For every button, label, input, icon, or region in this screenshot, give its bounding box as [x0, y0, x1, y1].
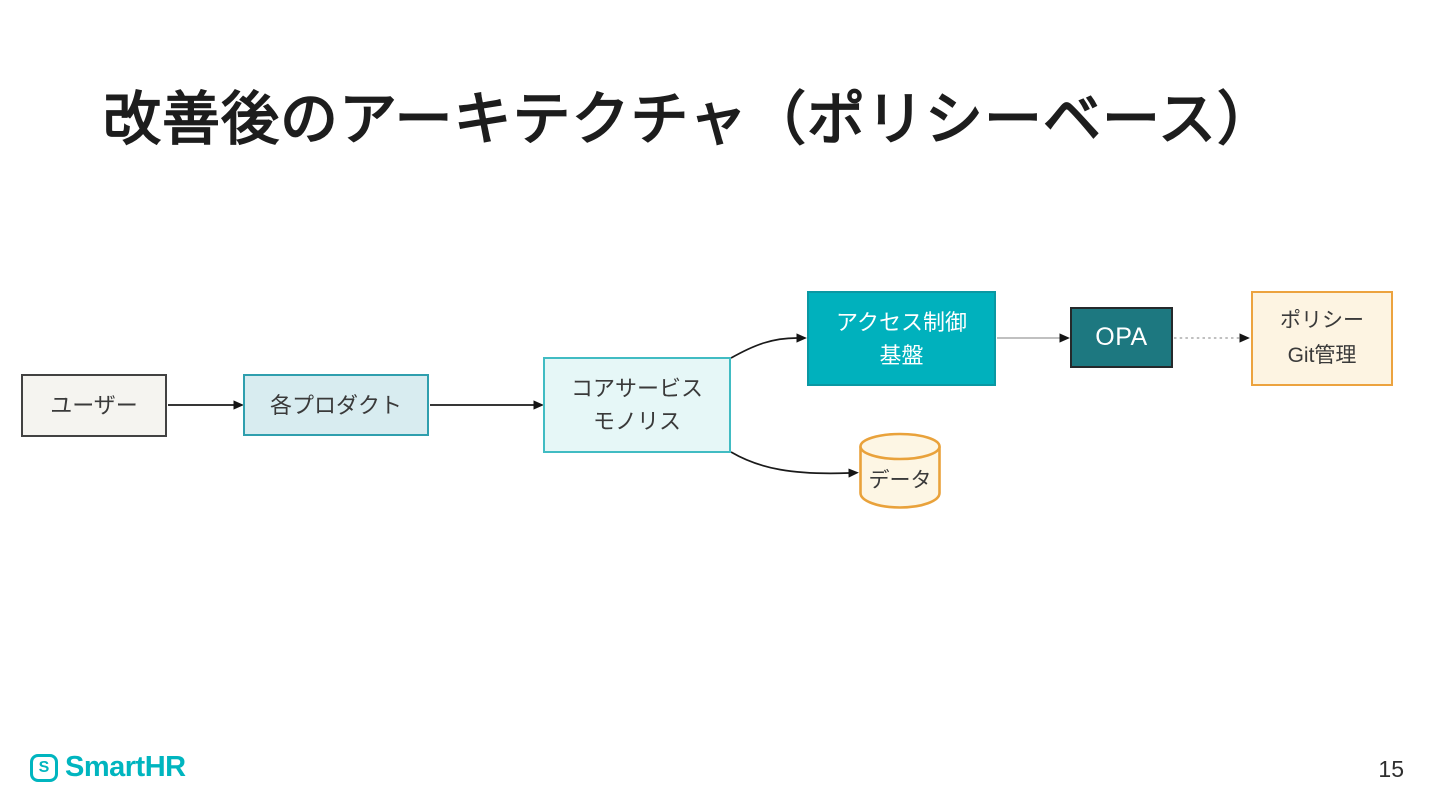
database-cylinder-icon	[859, 432, 941, 509]
slide-title: 改善後のアーキテクチャ（ポリシーベース）	[103, 87, 1277, 152]
node-opa-label: OPA	[1095, 322, 1148, 351]
arrow-core-to-access	[730, 333, 807, 359]
node-data-store-label: データ	[868, 469, 932, 492]
node-access-control-platform: アクセス制御 基盤	[807, 291, 996, 386]
node-access-control-label-line1: アクセス制御	[836, 309, 967, 335]
arrow-core-to-data	[730, 451, 859, 478]
node-policy-git-label-line2: Git管理	[1287, 343, 1357, 367]
page-number: 15	[1378, 756, 1404, 782]
smarthr-logo-icon: S	[30, 753, 58, 782]
smarthr-logo: S SmartHR	[30, 751, 186, 784]
smarthr-logo-text: SmartHR	[65, 751, 186, 783]
node-core-service-label-line2: モノリス	[592, 409, 681, 434]
node-policy-git-label-line1: ポリシー	[1280, 308, 1364, 332]
node-products-label: 各プロダクト	[269, 392, 402, 418]
node-opa: OPA	[1070, 307, 1173, 368]
node-data-store: データ	[858, 431, 942, 511]
node-user-label: ユーザー	[50, 393, 138, 418]
node-policy-git: ポリシー Git管理	[1251, 291, 1393, 386]
node-core-service-monolith: コアサービス モノリス	[543, 357, 731, 453]
node-core-service-label-line1: コアサービス	[570, 376, 703, 401]
node-access-control-label-line2: 基盤	[879, 342, 924, 368]
node-products: 各プロダクト	[243, 374, 429, 436]
node-user: ユーザー	[21, 374, 167, 437]
smarthr-logo-initial: S	[38, 758, 50, 776]
